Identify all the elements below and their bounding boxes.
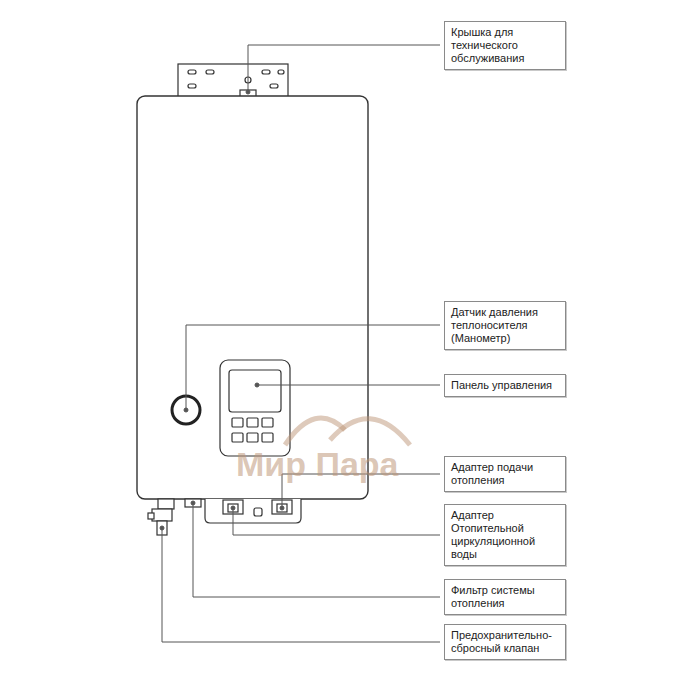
mounting-bracket bbox=[178, 64, 288, 98]
callout-box: Предохранительно-сбросный клапан bbox=[444, 624, 566, 660]
callout-text: Адаптер Отопительной циркуляционной воды bbox=[451, 509, 559, 561]
callout-text: Предохранительно-сбросный клапан bbox=[451, 629, 559, 655]
callout-text: Панель управления bbox=[451, 379, 559, 392]
callout-text: Крышка для технического обслуживания bbox=[451, 26, 559, 65]
callout-box: Адаптер подачи отопления bbox=[444, 456, 566, 492]
leader-line bbox=[160, 45, 440, 642]
safety-valve bbox=[158, 499, 174, 509]
callout-box: Адаптер Отопительной циркуляционной воды bbox=[444, 504, 566, 566]
callout-text: Адаптер подачи отопления bbox=[451, 461, 559, 487]
callout-box: Фильтр системы отопления bbox=[444, 579, 566, 615]
callout-text: Датчик давления теплоносителя (Манометр) bbox=[451, 306, 559, 345]
control-panel bbox=[220, 360, 290, 456]
watermark: Мир Пара bbox=[236, 445, 398, 484]
callout-box: Крышка для технического обслуживания bbox=[444, 21, 566, 70]
watermark-logo bbox=[285, 418, 410, 445]
callout-box: Датчик давления теплоносителя (Манометр) bbox=[444, 301, 566, 350]
callout-box: Панель управления bbox=[444, 374, 566, 397]
callout-text: Фильтр системы отопления bbox=[451, 584, 559, 610]
bottom-plate bbox=[205, 499, 301, 523]
